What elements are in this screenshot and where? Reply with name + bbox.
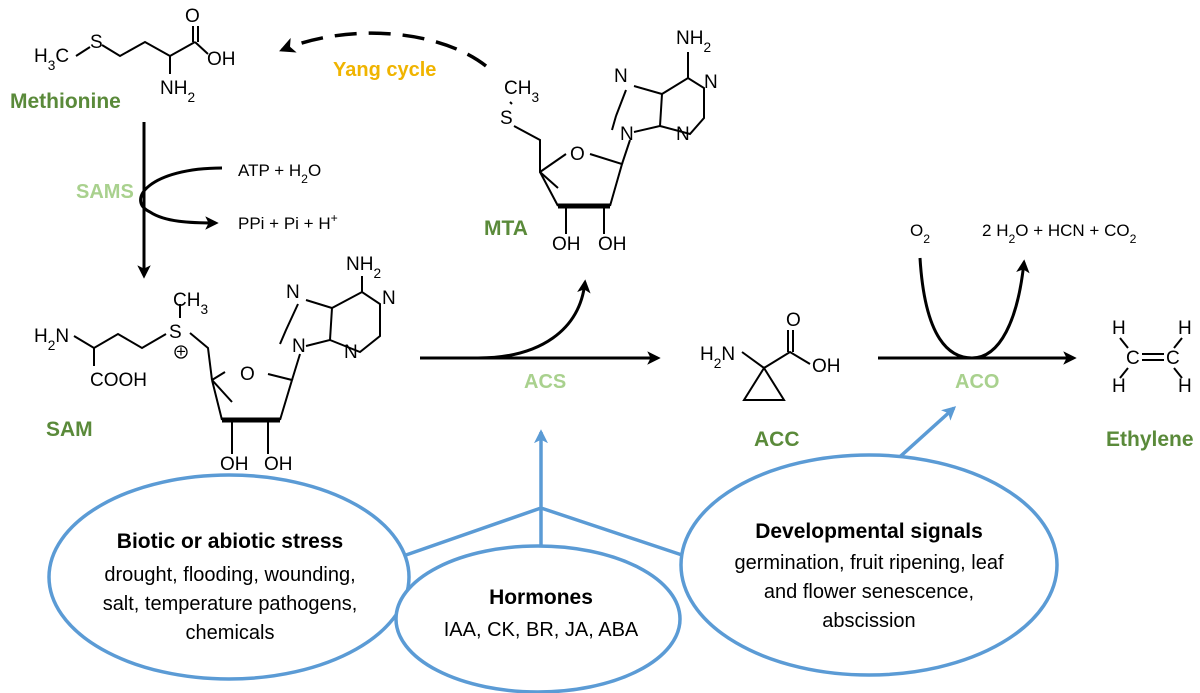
sam-n7-atom: N — [286, 282, 300, 303]
sam-label: SAM — [46, 418, 93, 441]
sam-ribose-bonds — [211, 353, 301, 454]
sam-charge-circle — [174, 345, 188, 359]
acc-structure: H2N O OH — [700, 310, 841, 401]
ethylene-c1-atom: C — [1126, 348, 1140, 369]
mta-label: MTA — [484, 217, 528, 240]
acs-enzyme-label: ACS — [524, 371, 566, 393]
sam-oh2-atom: OH — [264, 454, 293, 475]
methionine-structure: H3C S O OH NH2 — [34, 6, 236, 105]
yang-cycle-arrow — [279, 31, 488, 68]
methionine-label: Methionine — [10, 90, 121, 113]
aco-output-text: 2 H2O + HCN + CO2 — [982, 221, 1137, 246]
mta-ribose-bonds — [539, 139, 631, 234]
yang-cycle-label: Yang cycle — [333, 59, 436, 81]
stress-line-2: salt, temperature pathogens, — [103, 593, 358, 615]
developmental-group: Developmental signals germination, fruit… — [734, 520, 1003, 632]
sam-s-atom: S — [169, 322, 182, 343]
sam-oh1-atom: OH — [220, 454, 249, 475]
ethylene-label: Ethylene — [1106, 428, 1194, 451]
ethylene-h3-atom: H — [1112, 376, 1126, 397]
ethylene-bonds — [1119, 337, 1183, 379]
acc-h2n-atom: H2N — [700, 344, 735, 371]
mta-oh2-atom: OH — [598, 234, 627, 255]
mta-oh1-atom: OH — [552, 234, 581, 255]
aco-enzyme-label: ACO — [955, 371, 999, 393]
hormones-ellipse — [394, 544, 682, 693]
acc-o-atom: O — [786, 310, 801, 331]
stress-title: Biotic or abiotic stress — [117, 530, 343, 553]
stress-line-3: chemicals — [186, 622, 275, 644]
mta-n7-atom: N — [614, 66, 628, 87]
methionine-nh2-atom: NH2 — [160, 78, 195, 105]
sams-side-arrow — [139, 166, 223, 230]
mta-adenine-bonds — [611, 52, 705, 136]
ethylene-h4-atom: H — [1178, 376, 1192, 397]
sams-enzyme-label: SAMS — [76, 181, 134, 203]
sam-adenine-bonds — [279, 276, 381, 354]
mta-ring-o-atom: O — [570, 144, 585, 165]
ethylene-structure: H H H H C C — [1112, 318, 1192, 397]
acs-regulation-arrow — [405, 432, 683, 557]
sam-n1-atom: N — [382, 288, 396, 309]
hormones-line-1: IAA, CK, BR, JA, ABA — [444, 619, 639, 641]
methionine-h3c-atom: H3C — [34, 46, 69, 73]
sam-cooh-atom: COOH — [90, 370, 147, 391]
aco-side-arrow — [918, 257, 1030, 360]
mta-s-atom: S — [500, 108, 513, 129]
developmental-ellipse — [679, 453, 1059, 677]
mta-chain-bonds — [509, 101, 559, 189]
aco-input-text: O2 — [910, 221, 930, 246]
developmental-title: Developmental signals — [755, 520, 983, 543]
ethylene-c2-atom: C — [1166, 348, 1180, 369]
sam-structure: H2N COOH S + CH3 O OH OH N N N N NH2 — [34, 254, 396, 475]
mta-structure: CH3 S O OH OH N N N N NH2 — [500, 28, 718, 255]
sams-input-text: ATP + H2O — [238, 161, 321, 186]
developmental-line-3: abscission — [822, 610, 915, 632]
sam-chain-bonds — [73, 304, 213, 381]
stress-ellipse — [47, 473, 411, 681]
ethylene-h1-atom: H — [1112, 318, 1126, 339]
ethylene-h2-atom: H — [1178, 318, 1192, 339]
methionine-s-atom: S — [90, 32, 103, 53]
acc-oh-atom: OH — [812, 356, 841, 377]
acc-bonds — [741, 330, 811, 401]
sam-n9-atom: N — [292, 336, 306, 357]
sam-ch3-atom: CH3 — [173, 290, 208, 317]
sam-ring-o-atom: O — [240, 364, 255, 385]
mta-n9-atom: N — [620, 124, 634, 145]
mta-n1-atom: N — [704, 72, 718, 93]
methionine-oh-atom: OH — [207, 49, 236, 70]
acc-label: ACC — [754, 428, 800, 451]
methionine-o-atom: O — [185, 6, 200, 27]
mta-adenine-nh2-atom: NH2 — [676, 28, 711, 55]
sams-output-text: PPi + Pi + H+ — [238, 211, 338, 233]
sam-plus-sign: + — [176, 342, 186, 361]
stress-line-1: drought, flooding, wounding, — [104, 564, 355, 586]
sam-h2n-atom: H2N — [34, 326, 69, 353]
hormones-group: Hormones IAA, CK, BR, JA, ABA — [444, 586, 639, 641]
methionine-bonds — [75, 26, 209, 74]
mta-n3-atom: N — [676, 124, 690, 145]
developmental-line-2: and flower senescence, — [764, 581, 974, 603]
hormones-title: Hormones — [489, 586, 593, 609]
developmental-line-1: germination, fruit ripening, leaf — [734, 552, 1003, 574]
sam-adenine-nh2-atom: NH2 — [346, 254, 381, 281]
stress-group: Biotic or abiotic stress drought, floodi… — [103, 530, 358, 644]
mta-ch3-atom: CH3 — [504, 78, 539, 105]
sam-n3-atom: N — [344, 342, 358, 363]
acs-side-arrow — [477, 279, 591, 360]
